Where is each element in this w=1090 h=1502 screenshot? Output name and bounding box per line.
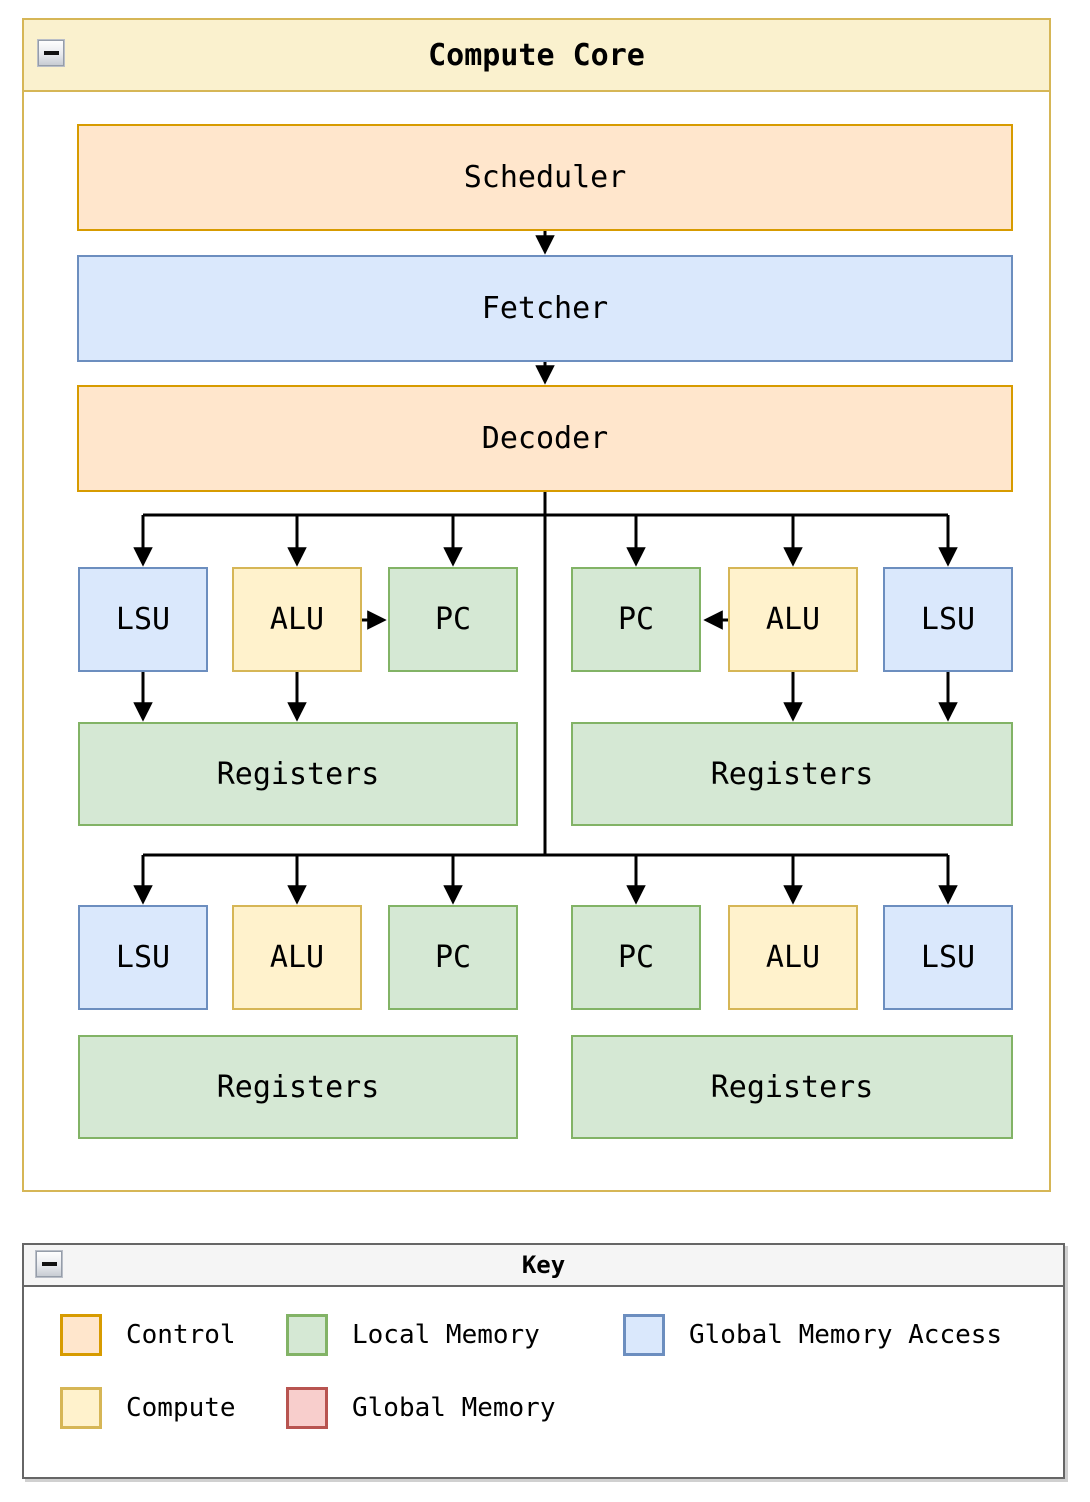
collapse-button-key[interactable] [35,1250,63,1278]
legend-item-global-memory: Global Memory [286,1385,556,1431]
registers-label: Registers [710,1069,874,1105]
unit-label: PC [617,940,655,975]
registers-top-right[interactable]: Registers [571,722,1013,826]
legend-label: Control [126,1320,236,1350]
global-memory-swatch [286,1387,328,1429]
collapse-button-compute-core[interactable] [37,39,65,67]
unit-label: ALU [269,940,325,975]
unit-label: ALU [765,602,821,637]
unit-lsu-top-left[interactable]: LSU [78,567,208,672]
legend-label: Global Memory Access [689,1320,1003,1350]
decoder-label: Decoder [481,421,609,456]
unit-label: ALU [269,602,325,637]
registers-bottom-right[interactable]: Registers [571,1035,1013,1139]
registers-label: Registers [216,1069,380,1105]
minus-icon [43,51,59,55]
global-memory-access-swatch [623,1314,665,1356]
legend-label: Global Memory [352,1393,556,1423]
unit-alu-bottom-right[interactable]: ALU [728,905,858,1010]
unit-lsu-bottom-left[interactable]: LSU [78,905,208,1010]
registers-label: Registers [216,756,380,792]
legend-label: Compute [126,1393,236,1423]
registers-label: Registers [710,756,874,792]
legend-item-control: Control [60,1312,236,1358]
legend-label: Local Memory [352,1320,540,1350]
control-swatch [60,1314,102,1356]
legend-item-global-memory-access: Global Memory Access [623,1312,1002,1358]
unit-pc-top-left[interactable]: PC [388,567,518,672]
unit-label: LSU [920,602,976,637]
legend-item-compute: Compute [60,1385,236,1431]
fetcher-label: Fetcher [481,291,609,326]
unit-label: ALU [765,940,821,975]
legend-item-local-memory: Local Memory [286,1312,540,1358]
unit-pc-bottom-right[interactable]: PC [571,905,701,1010]
unit-label: LSU [115,602,171,637]
compute-core-titlebar[interactable]: Compute Core [22,18,1051,92]
compute-core-title: Compute Core [428,37,645,73]
unit-alu-top-left[interactable]: ALU [232,567,362,672]
registers-top-left[interactable]: Registers [78,722,518,826]
unit-label: PC [434,602,472,637]
compute-swatch [60,1387,102,1429]
unit-pc-top-right[interactable]: PC [571,567,701,672]
unit-alu-bottom-left[interactable]: ALU [232,905,362,1010]
minus-icon [41,1262,57,1266]
scheduler-block[interactable]: Scheduler [77,124,1013,231]
unit-alu-top-right[interactable]: ALU [728,567,858,672]
unit-label: PC [617,602,655,637]
unit-pc-bottom-left[interactable]: PC [388,905,518,1010]
registers-bottom-left[interactable]: Registers [78,1035,518,1139]
scheduler-label: Scheduler [463,160,627,195]
decoder-block[interactable]: Decoder [77,385,1013,492]
key-title: Key [521,1251,566,1279]
unit-label: LSU [920,940,976,975]
unit-lsu-top-right[interactable]: LSU [883,567,1013,672]
fetcher-block[interactable]: Fetcher [77,255,1013,362]
unit-lsu-bottom-right[interactable]: LSU [883,905,1013,1010]
key-header[interactable]: Key [22,1243,1065,1287]
unit-label: LSU [115,940,171,975]
local-memory-swatch [286,1314,328,1356]
unit-label: PC [434,940,472,975]
